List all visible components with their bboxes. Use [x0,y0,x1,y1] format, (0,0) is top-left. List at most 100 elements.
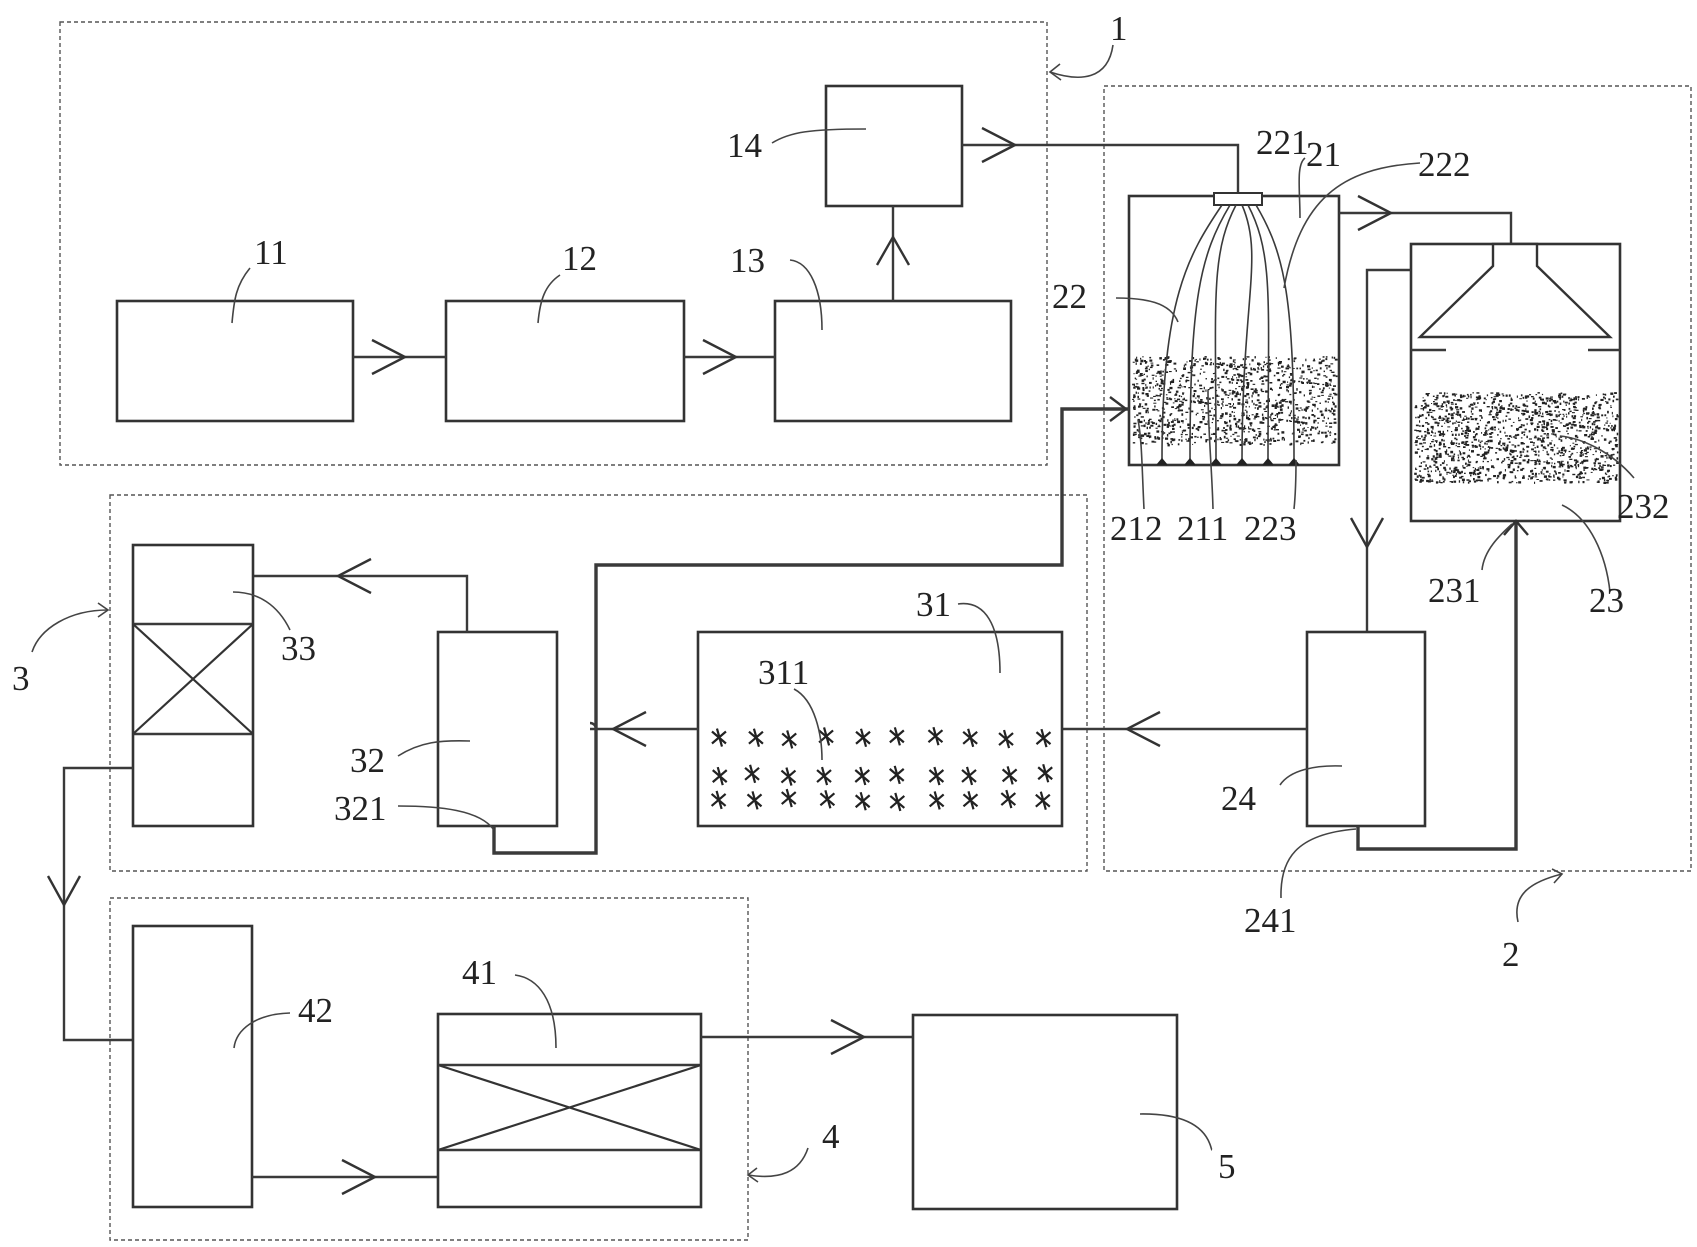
media-particle [1575,467,1577,470]
media-particle [1484,442,1486,445]
media-particle [1614,476,1617,479]
media-particle [1463,417,1465,419]
media-particle [1244,439,1246,441]
media-particle [1567,466,1570,469]
media-particle [1595,429,1598,432]
media-particle [1447,453,1449,456]
label-32: 32 [350,741,385,780]
media-particle [1199,384,1203,387]
media-particle [1593,462,1596,465]
media-particle [1505,419,1507,422]
label-212: 212 [1110,509,1163,548]
media-particle [1292,380,1296,383]
media-particle [1333,385,1336,387]
media-particle [1591,412,1595,415]
media-particle [1228,364,1231,367]
media-particle [1132,398,1134,400]
media-particle [1140,373,1143,375]
media-particle [1524,455,1527,457]
media-particle [1528,430,1531,433]
media-particle [1534,447,1536,449]
media-particle [1454,474,1457,477]
media-particle [1441,403,1444,406]
media-particle [1420,475,1422,478]
leader-212 [1137,419,1145,510]
media-particle [1538,421,1542,423]
media-particle [1445,409,1448,412]
media-particle [1520,442,1524,445]
media-particle [1508,441,1511,443]
media-particle [1522,451,1525,453]
media-particle [1593,468,1596,470]
media-particle [1528,475,1531,478]
media-particle [1193,424,1196,427]
media-particle [1533,450,1537,452]
media-particle [1435,481,1439,484]
leader-21 [1298,157,1306,219]
media-particle [1574,401,1577,404]
media-particle [1184,399,1188,402]
media-particle [1278,401,1282,404]
media-particle [1316,426,1319,429]
media-particle [1473,469,1476,472]
media-particle [1444,422,1446,424]
leader-321 [397,805,495,831]
media-particle [1261,413,1264,416]
media-particle [1235,423,1237,425]
media-particle [1420,462,1422,464]
media-particle [1138,405,1141,408]
media-particle [1600,468,1604,471]
media-particle [1453,399,1455,401]
hose-line [1247,204,1270,461]
media-particle [1591,414,1595,417]
media-particle [1197,379,1199,382]
media-particle [1330,371,1333,373]
media-particle [1202,390,1205,393]
media-particle [1237,402,1241,405]
media-particle [1575,439,1577,443]
media-particle [1560,439,1563,442]
media-particle [1612,415,1614,418]
media-particle [1520,394,1523,397]
media-particle [1487,480,1489,482]
media-particle [1581,463,1584,465]
media-particle [1594,413,1596,416]
media-particle [1497,421,1499,424]
media-particle [1436,405,1440,408]
media-particle [1328,365,1331,368]
media-particle [1282,375,1284,377]
media-particle [1538,459,1541,461]
unit-41-cross-b [437,1063,702,1152]
media-particle [1470,410,1472,413]
media-particle [1149,386,1151,389]
media-particle [1155,427,1158,429]
media-particle [1315,401,1318,403]
media-particle [1606,470,1609,473]
media-particle [1305,358,1307,362]
media-particle [1158,419,1160,421]
media-particle [1138,434,1140,437]
media-particle [1145,422,1147,425]
media-particle [1243,443,1246,446]
media-particle [1419,420,1421,423]
media-particle [1178,403,1181,407]
media-particle [1212,362,1214,366]
media-particle [1494,428,1496,431]
media-particle [1271,412,1274,415]
media-particle [1569,399,1572,402]
media-particle [1555,427,1558,429]
media-particle [1325,385,1328,387]
media-particle [1439,464,1442,466]
media-particle [1181,436,1183,438]
media-particle [1424,406,1427,409]
media-particle [1305,422,1308,425]
media-particle [1311,426,1315,429]
media-particle [1240,379,1243,381]
media-particle [1209,397,1211,400]
media-particle [1439,392,1442,394]
media-particle [1487,478,1489,480]
media-particle [1247,442,1250,444]
media-particle [1564,450,1566,453]
media-particle [1145,383,1147,387]
